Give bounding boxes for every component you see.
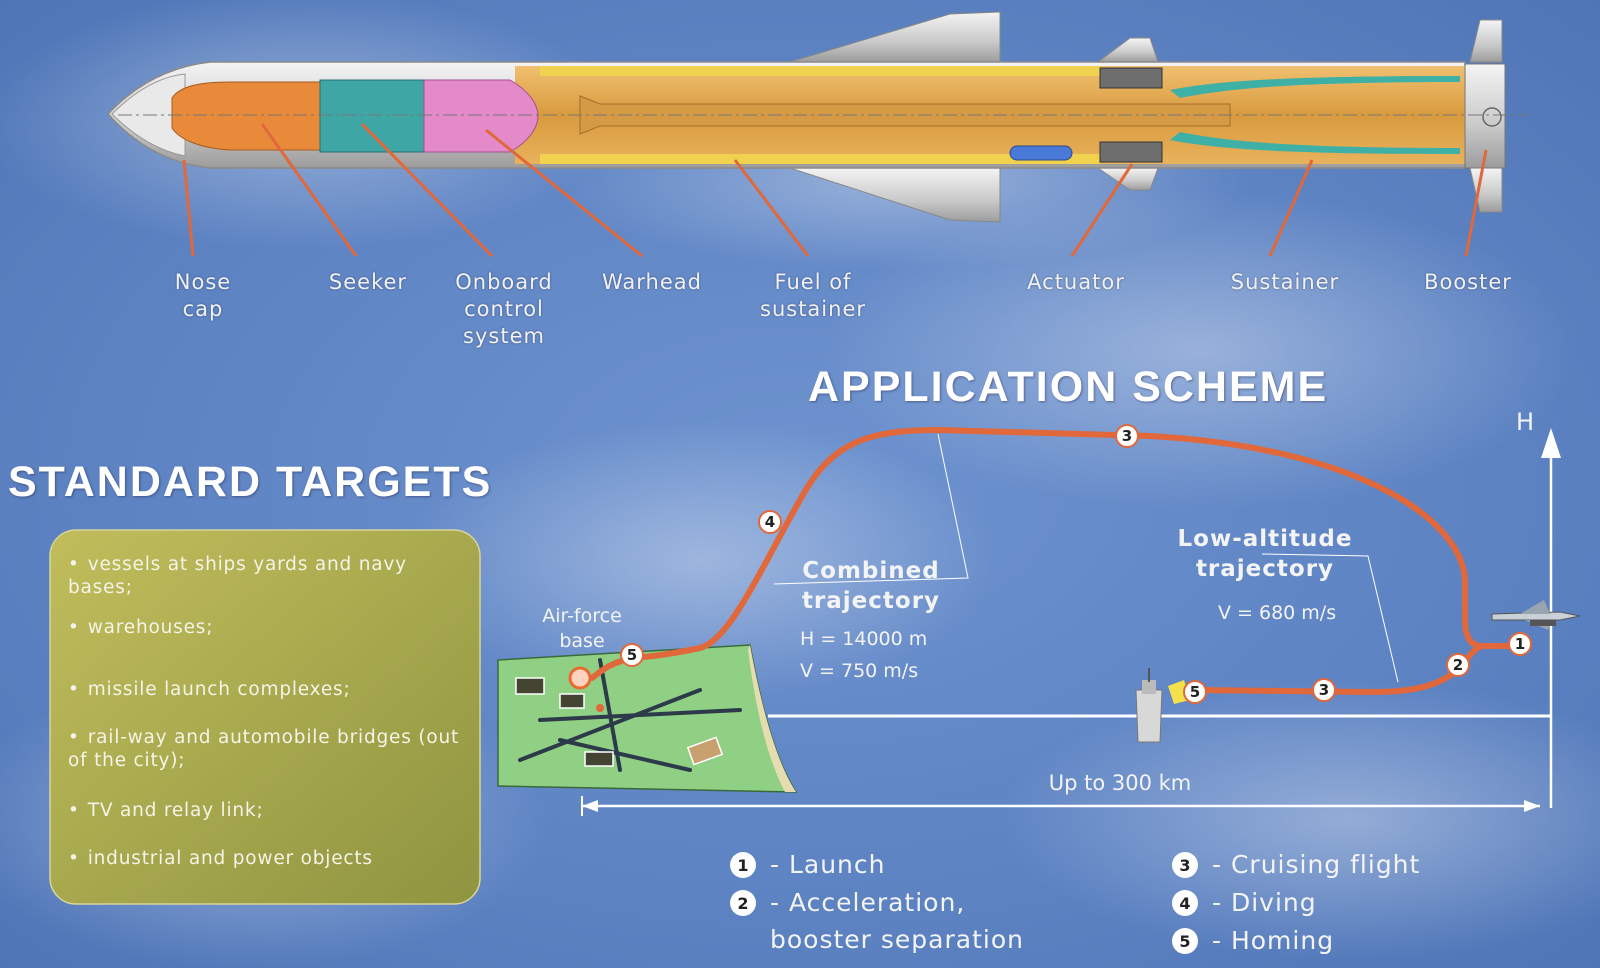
warhead-part	[423, 79, 539, 153]
standard-targets-list: •vessels at ships yards and navy bases; …	[68, 553, 468, 870]
target-item: •TV and relay link;	[68, 800, 264, 821]
legend-text: - Acceleration, booster separation	[770, 888, 1024, 954]
legend-number: 4	[1172, 890, 1198, 916]
h-axis-label: H	[1515, 408, 1535, 436]
legend-item-launch: 1 - Launch	[730, 850, 886, 883]
aircraft	[1491, 600, 1581, 630]
missile-cutaway	[106, 11, 1530, 223]
range-label: Up to 300 km	[1048, 771, 1192, 795]
legend-item-diving: 4 - Diving	[1172, 888, 1317, 921]
upper-booster-fin	[1469, 19, 1503, 63]
low-altitude-trajectory-path	[1197, 643, 1485, 695]
air-force-base-terrain	[497, 644, 798, 793]
combined-altitude: H = 14000 m	[800, 628, 928, 650]
low-altitude-speed: V = 680 m/s	[1218, 602, 1337, 624]
marker-3-high: 3	[1115, 424, 1139, 448]
marker-5-ship: 5	[1183, 680, 1207, 704]
label-warhead: Warhead	[602, 270, 702, 294]
legend-text: - Homing	[1212, 926, 1335, 955]
marker-4: 4	[758, 510, 782, 534]
target-item: •vessels at ships yards and navy bases;	[68, 554, 407, 598]
application-scheme-title: APPLICATION SCHEME	[808, 363, 1329, 411]
actuator-lower	[1099, 141, 1163, 163]
marker-1: 1	[1508, 632, 1532, 656]
h-axis-arrow	[1541, 428, 1561, 458]
label-seeker: Seeker	[328, 270, 408, 294]
label-fuel-of-sustainer: Fuel of sustainer	[760, 270, 866, 321]
label-booster: Booster	[1424, 270, 1512, 294]
seeker-part	[171, 81, 321, 151]
legend-number: 1	[730, 852, 756, 878]
combined-trajectory-path	[589, 427, 1521, 681]
legend-text: - Cruising flight	[1212, 850, 1421, 879]
legend-number: 3	[1172, 852, 1198, 878]
target-item: •warehouses;	[68, 617, 214, 638]
legend-text: - Diving	[1212, 888, 1317, 917]
label-onboard-control-system: Onboard control system	[455, 270, 553, 348]
label-actuator: Actuator	[1027, 270, 1125, 294]
target-item: •missile launch complexes;	[68, 679, 351, 700]
combined-trajectory-label: Combined trajectory	[801, 558, 941, 614]
marker-5-base: 5	[620, 643, 644, 667]
legend-item-homing: 5 - Homing	[1172, 926, 1334, 959]
combined-speed: V = 750 m/s	[800, 660, 919, 682]
standard-targets-title: STANDARD TARGETS	[8, 458, 493, 506]
air-force-base-label: Air-force base	[542, 605, 622, 652]
leader-lines	[182, 122, 1488, 258]
standard-targets-box	[49, 529, 481, 905]
low-altitude-trajectory-label: Low-altitude trajectory	[1177, 526, 1353, 582]
target-item: •industrial and power objects	[68, 848, 373, 869]
marker-3-low: 3	[1312, 678, 1336, 702]
legend-item-acceleration: 2 - Acceleration, booster separation	[730, 888, 1024, 958]
legend-number: 2	[730, 890, 756, 916]
actuator-upper	[1099, 67, 1163, 89]
legend-number: 5	[1172, 928, 1198, 954]
target-item: •rail-way and automobile bridges (out of…	[68, 727, 460, 771]
legend-text: - Launch	[770, 850, 886, 879]
label-sustainer: Sustainer	[1230, 270, 1340, 294]
onboard-control-part	[319, 79, 425, 153]
legend-item-cruising: 3 - Cruising flight	[1172, 850, 1420, 883]
label-nose-cap: Nose cap	[174, 270, 232, 321]
marker-2: 2	[1446, 653, 1470, 677]
trajectory	[589, 427, 1521, 695]
